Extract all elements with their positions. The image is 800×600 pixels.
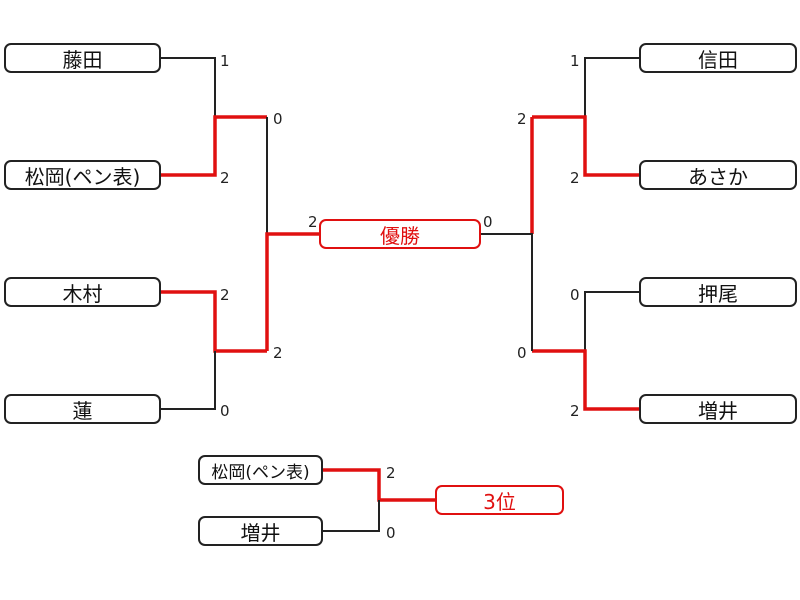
score-third-2: 0 <box>386 524 396 542</box>
score-right-r1-4: 2 <box>570 402 580 420</box>
score-right-r1-2: 2 <box>570 169 580 187</box>
line-kimura-win <box>160 290 267 353</box>
champion-box: 優勝 <box>319 219 481 249</box>
player-right-4: 増井 <box>639 394 797 424</box>
score-left-r1-3: 2 <box>220 286 230 304</box>
score-right-r1-1: 1 <box>570 52 580 70</box>
line-third-win <box>322 468 436 502</box>
player-right-1: 信田 <box>639 43 797 73</box>
player-right-2: あさか <box>639 160 797 190</box>
line-matsuoka-win <box>160 115 267 177</box>
player-left-3: 木村 <box>4 277 161 307</box>
score-final-left: 2 <box>308 213 318 231</box>
score-left-semi-2: 2 <box>273 344 283 362</box>
player-left-2: 松岡(ペン表) <box>4 160 161 190</box>
line-ren <box>160 351 216 410</box>
third-place-box: 3位 <box>435 485 564 515</box>
line-third-lose <box>322 500 380 532</box>
player-right-3: 押尾 <box>639 277 797 307</box>
third-place-player-2: 増井 <box>198 516 323 546</box>
score-third-1: 2 <box>386 464 396 482</box>
player-left-1: 藤田 <box>4 43 161 73</box>
score-left-r1-2: 2 <box>220 169 230 187</box>
score-final-right: 0 <box>483 213 493 231</box>
score-left-semi-1: 0 <box>273 110 283 128</box>
line-oshio <box>584 291 640 351</box>
score-right-semi-1: 2 <box>517 110 527 128</box>
player-left-4: 蓮 <box>4 394 161 424</box>
line-right-semi-bottom <box>480 233 533 351</box>
score-left-r1-4: 0 <box>220 402 230 420</box>
score-right-semi-2: 0 <box>517 344 527 362</box>
line-fujita <box>160 57 216 117</box>
line-left-semi-win <box>265 232 320 351</box>
line-asaka-win <box>532 115 640 177</box>
score-right-r1-3: 0 <box>570 286 580 304</box>
line-masui-win <box>532 349 640 411</box>
score-left-r1-1: 1 <box>220 52 230 70</box>
line-shinoda <box>584 57 640 117</box>
third-place-player-1: 松岡(ペン表) <box>198 455 323 485</box>
